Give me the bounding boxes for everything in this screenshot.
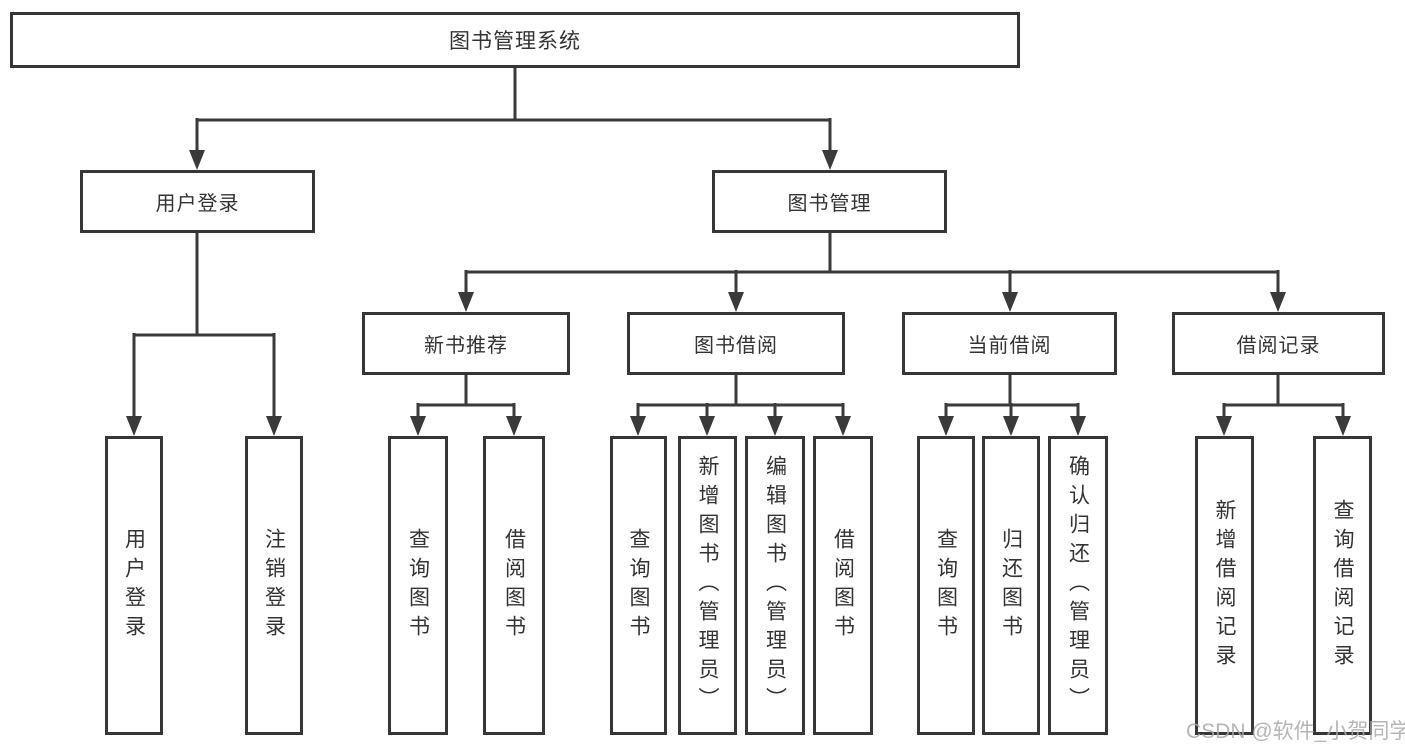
- leaf-borrow-book-2: 借阅图书: [813, 436, 873, 735]
- leaf-logout: 注销登录: [245, 436, 303, 735]
- leaf-add-borrow-record-label: 新增借阅记录: [1213, 498, 1236, 673]
- connector-book-borrow-to-leaves: [630, 375, 851, 436]
- leaf-query-book-1: 查询图书: [388, 436, 448, 735]
- node-new-books-label: 新书推荐: [424, 335, 508, 357]
- connector-current-borrow-to-leaves: [938, 375, 1086, 436]
- leaf-borrow-book-1: 借阅图书: [483, 436, 545, 735]
- connector-borrow-records-to-leaves: [1216, 375, 1351, 436]
- node-user-login: 用户登录: [80, 170, 315, 233]
- node-borrow-records-label: 借阅记录: [1236, 335, 1321, 357]
- leaf-user-login-label: 用户登录: [122, 527, 146, 644]
- leaf-edit-book-admin-label: 编辑图书（管理员）: [763, 455, 787, 716]
- node-book-mgmt-label: 图书管理: [787, 193, 872, 215]
- leaf-logout-label: 注销登录: [262, 527, 286, 644]
- leaf-add-book-admin-label: 新增图书（管理员）: [696, 455, 719, 716]
- leaf-return-book: 归还图书: [982, 436, 1040, 735]
- node-book-borrow: 图书借阅: [627, 312, 845, 375]
- node-current-borrow: 当前借阅: [902, 312, 1117, 375]
- node-current-borrow-label: 当前借阅: [967, 335, 1052, 357]
- node-root-system: 图书管理系统: [10, 12, 1020, 68]
- node-book-mgmt: 图书管理: [712, 170, 947, 233]
- leaf-borrow-book-2-label: 借阅图书: [831, 527, 855, 644]
- connector-new-books-to-leaves: [410, 375, 522, 436]
- node-borrow-records: 借阅记录: [1172, 312, 1385, 375]
- leaf-query-borrow-record-label: 查询借阅记录: [1331, 498, 1354, 673]
- leaf-query-book-1-label: 查询图书: [406, 527, 430, 644]
- leaf-confirm-return-admin: 确认归还（管理员）: [1048, 436, 1108, 735]
- leaf-add-book-admin: 新增图书（管理员）: [678, 436, 737, 735]
- leaf-query-borrow-record: 查询借阅记录: [1313, 436, 1372, 735]
- leaf-confirm-return-admin-label: 确认归还（管理员）: [1066, 455, 1090, 716]
- leaf-edit-book-admin: 编辑图书（管理员）: [745, 436, 805, 735]
- node-book-borrow-label: 图书借阅: [694, 335, 778, 357]
- leaf-user-login: 用户登录: [105, 436, 163, 735]
- csdn-watermark: CSDN @软件_小贺同学: [1186, 720, 1405, 743]
- leaf-query-book-2: 查询图书: [610, 436, 667, 735]
- leaf-add-borrow-record: 新增借阅记录: [1195, 436, 1254, 735]
- leaf-return-book-label: 归还图书: [999, 527, 1023, 644]
- node-user-login-label: 用户登录: [155, 193, 240, 215]
- leaf-query-book-3-label: 查询图书: [934, 527, 958, 644]
- connector-book-mgmt-to-level3: [458, 233, 1286, 312]
- node-root-label: 图书管理系统: [449, 30, 581, 53]
- leaf-query-book-3: 查询图书: [917, 436, 975, 735]
- connector-user-login-to-leaves: [126, 233, 282, 436]
- leaf-query-book-2-label: 查询图书: [627, 527, 650, 644]
- leaf-borrow-book-1-label: 借阅图书: [502, 527, 526, 644]
- connector-root-to-level2: [189, 68, 838, 170]
- node-new-books: 新书推荐: [362, 312, 570, 375]
